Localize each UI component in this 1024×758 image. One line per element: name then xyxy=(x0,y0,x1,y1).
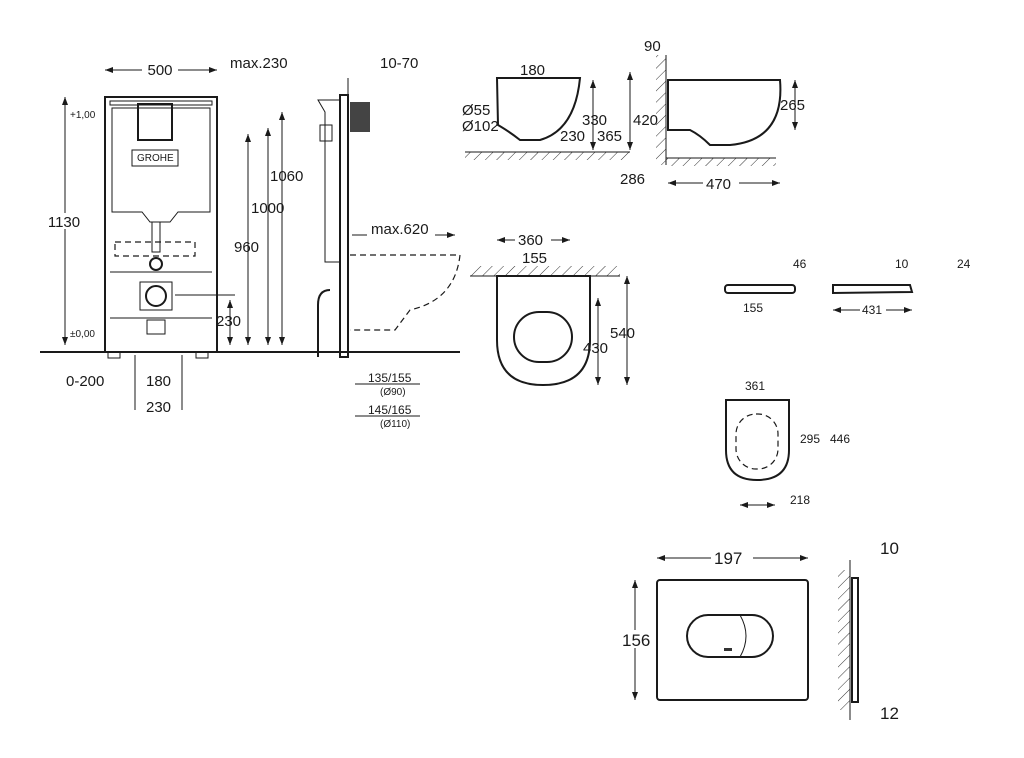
dim-top-360: 360 xyxy=(518,232,543,249)
bowl-top-view: 360 155 430 540 xyxy=(470,232,635,387)
dim-pipe-dia-110: (Ø110) xyxy=(380,419,410,430)
dim-plate-10: 10 xyxy=(880,539,899,558)
dim-seat-24: 24 xyxy=(957,257,971,271)
front-view-frame: GROHE xyxy=(40,96,460,359)
dim-depth-10-70: 10-70 xyxy=(380,55,418,72)
dim-seat-446: 446 xyxy=(830,432,850,446)
dim-seat-155: 155 xyxy=(743,301,763,315)
seat-side-view: 155 46 10 24 431 xyxy=(724,257,971,317)
seat-top-view: 361 295 446 218 xyxy=(725,379,850,508)
dim-max230: max.230 xyxy=(230,55,288,72)
flush-button xyxy=(686,614,774,658)
dim-seat-361: 361 xyxy=(745,379,765,393)
dim-plate-197: 197 xyxy=(714,549,742,568)
bowl-wall-view: 90 265 286 470 xyxy=(620,38,805,193)
dim-bowl-365: 365 xyxy=(597,128,622,145)
level-top: +1,00 xyxy=(70,110,96,121)
dim-plate-156: 156 xyxy=(622,631,650,650)
dim-bowl-180: 180 xyxy=(520,62,545,79)
dim-width-230: 230 xyxy=(146,399,171,416)
dim-max620: max.620 xyxy=(371,221,429,238)
dim-pipe-145-165: 145/165 xyxy=(368,403,412,417)
dim-seat-46: 46 xyxy=(793,257,807,271)
dim-wall-286: 286 xyxy=(620,171,645,188)
dim-bowl-420: 420 xyxy=(633,112,658,129)
dim-top-540: 540 xyxy=(610,325,635,342)
dim-plate-12: 12 xyxy=(880,704,899,723)
dim-height-960: 960 xyxy=(234,239,259,256)
dim-diameter-55: Ø55 xyxy=(462,102,490,119)
dim-diameter-102: Ø102 xyxy=(462,118,499,135)
dim-bowl-230: 230 xyxy=(560,128,585,145)
dim-seat-10: 10 xyxy=(895,257,909,271)
dim-height-1000: 1000 xyxy=(251,200,284,217)
dim-width-180: 180 xyxy=(146,373,171,390)
dim-height-1060: 1060 xyxy=(270,168,303,185)
dim-width-500: 500 xyxy=(147,62,172,79)
dim-top-430: 430 xyxy=(583,340,608,357)
brand-logo-text: GROHE xyxy=(137,153,174,164)
dim-height-1130: 1130 xyxy=(48,214,80,231)
wall-bracket xyxy=(350,102,370,132)
level-zero: ±0,00 xyxy=(70,329,95,340)
dim-top-155: 155 xyxy=(522,250,547,267)
dim-seat-431: 431 xyxy=(862,303,882,317)
dim-pipe-dia-90: (Ø90) xyxy=(380,387,406,398)
dim-wall-470: 470 xyxy=(706,176,731,193)
dim-wall-265: 265 xyxy=(780,97,805,114)
front-view-dimensions: 500 1130 +1,00 ±0,00 1060 1000 960 230 0… xyxy=(45,61,303,416)
dim-bowl-330: 330 xyxy=(582,112,607,129)
dim-height-230: 230 xyxy=(216,313,241,330)
dim-seat-218: 218 xyxy=(790,493,810,507)
dim-wall-90: 90 xyxy=(644,38,661,55)
dim-offset-0-200: 0-200 xyxy=(66,373,104,390)
side-view: max.230 10-70 max.620 135/155 (Ø90) 145/… xyxy=(230,55,461,430)
dim-seat-295: 295 xyxy=(800,432,820,446)
flush-plate: 197 156 10 12 xyxy=(620,539,899,723)
bowl-side-view: 180 Ø55 Ø102 330 230 365 420 xyxy=(462,62,658,160)
dim-pipe-135-155: 135/155 xyxy=(368,371,412,385)
